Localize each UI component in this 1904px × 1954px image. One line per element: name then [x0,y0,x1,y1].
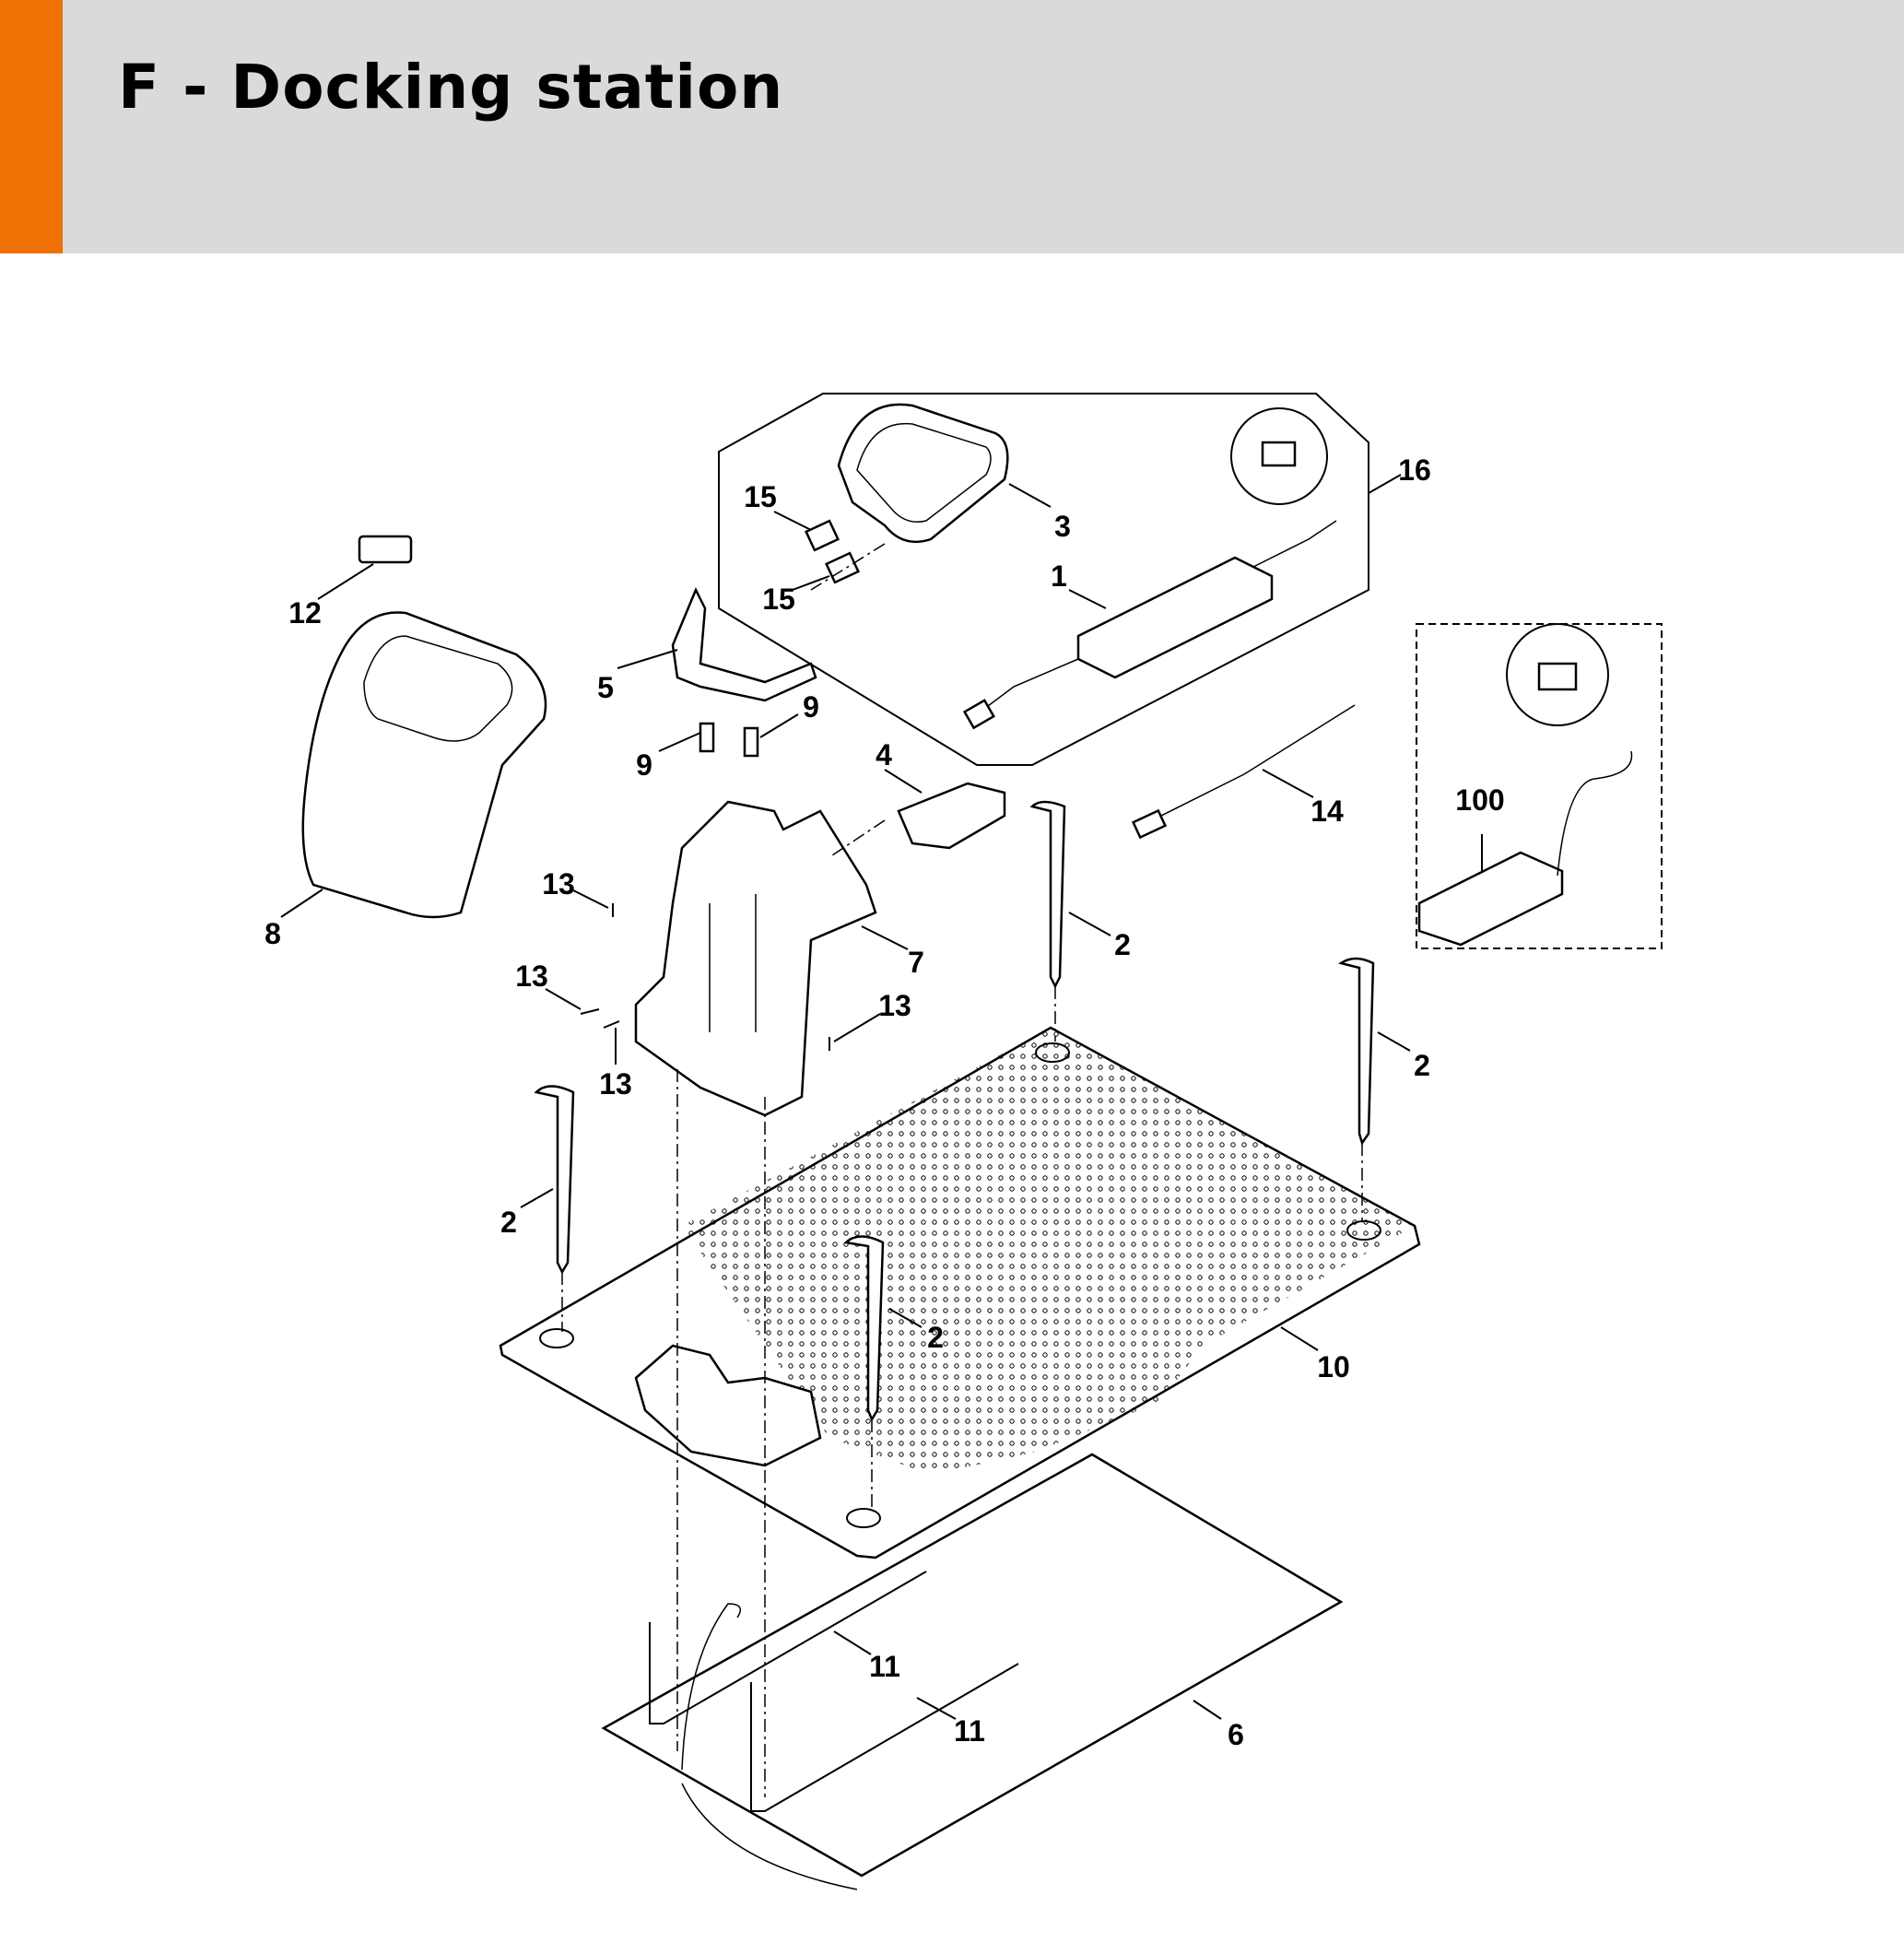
callout-2: 2 [927,1321,944,1354]
part-2-peg [843,1235,885,1422]
callout-9: 9 [636,748,652,782]
callout-13: 13 [515,959,548,993]
callout-11: 11 [954,1714,985,1748]
part-13-screw [580,1008,600,1015]
part-2-peg [1337,957,1375,1146]
part-6-mat [601,1453,1344,1877]
part-15-clip [805,519,840,552]
page-title: F - Docking station [118,52,784,123]
callout-12: 12 [288,596,322,630]
callout-3: 3 [1054,510,1071,543]
callout-15: 15 [762,583,795,616]
part-100-power-supply [1417,851,1564,947]
part-9-spring [699,722,715,753]
connector-detail-circle [1506,623,1609,726]
callout-4: 4 [876,738,892,771]
part-3-frame [837,403,1009,544]
callout-13: 13 [878,989,911,1022]
callout-11: 11 [869,1650,900,1683]
part-12-label [358,535,413,564]
part-2-peg [1029,800,1066,989]
callout-2: 2 [1414,1049,1430,1082]
callout-9: 9 [803,690,819,724]
connector-icon [1261,441,1297,467]
connector-icon [1537,662,1578,691]
callout-7: 7 [908,946,924,979]
callout-8: 8 [264,917,281,950]
header-band: F - Docking station [0,0,1904,253]
plug-icon [962,699,995,730]
part-13-screw [603,1020,620,1029]
connector-detail-circle [1230,407,1328,505]
callout-14: 14 [1310,795,1344,828]
part-11-wire [649,1571,927,1724]
callout-2: 2 [1114,928,1131,961]
part-14-cable [1142,704,1356,826]
part-2-peg [534,1085,575,1275]
part-1-power-supply [1076,556,1274,679]
callout-100: 100 [1455,783,1504,817]
callout-13: 13 [599,1067,632,1101]
part-8-hood [301,611,547,919]
part-5-contact-holder [671,586,817,702]
callout-16: 16 [1398,453,1431,487]
callout-15: 15 [744,480,777,513]
callout-10: 10 [1317,1350,1350,1383]
optional-group-box [1416,623,1663,949]
callout-5: 5 [597,671,614,704]
part-15-clip [825,551,860,584]
callout-6: 6 [1228,1718,1244,1751]
part-4-connector [897,782,1006,850]
part-11-wire [750,1663,1019,1812]
part-9-spring [743,726,759,758]
charger-group-outline [718,393,1369,766]
callout-13: 13 [542,867,575,900]
callout-2: 2 [500,1206,517,1239]
callout-1: 1 [1051,559,1067,593]
accent-bar [0,0,63,253]
